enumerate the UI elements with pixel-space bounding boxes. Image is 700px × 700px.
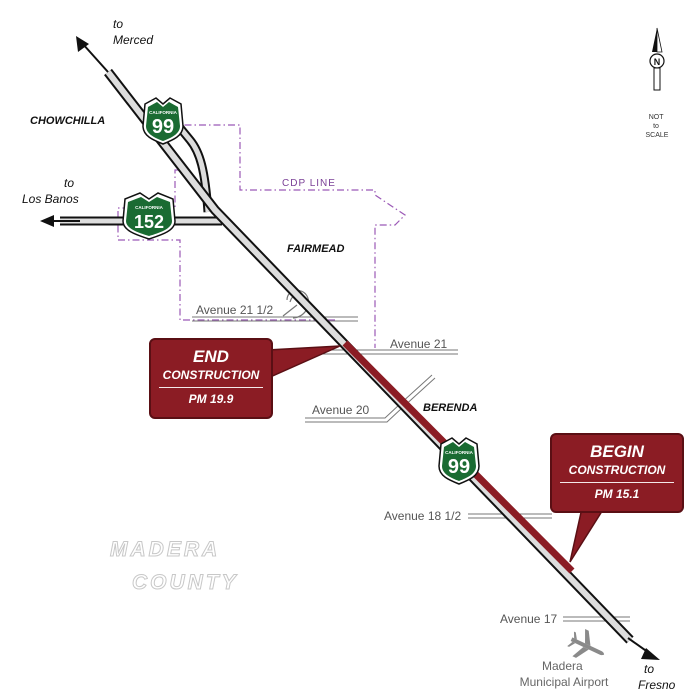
shield-99-mid-number: 99 (448, 456, 470, 478)
end-callout-pm: PM 19.9 (188, 392, 234, 406)
cdp-line-label: CDP LINE (282, 178, 336, 189)
merced-line-1: to (113, 17, 123, 31)
shield-99-top-state: CALIFORNIA (149, 110, 177, 115)
begin-construction-callout: BEGIN CONSTRUCTION PM 15.1 (550, 433, 684, 513)
merced-line-2: Merced (113, 33, 153, 47)
label-to-merced: to Merced (113, 17, 153, 47)
airport-line-2: Municipal Airport (520, 675, 609, 689)
end-callout-pointer (267, 345, 341, 380)
shield-152: CALIFORNIA 152 (122, 192, 176, 240)
end-callout-subtitle: CONSTRUCTION (162, 368, 260, 382)
arrow-head-fresno (641, 648, 660, 660)
fresno-line-1: to (644, 662, 654, 676)
street-avenue-21-half (192, 316, 358, 322)
north-arrow: N (649, 27, 665, 91)
arrow-to-merced (81, 42, 109, 73)
shield-99-top-number: 99 (152, 116, 174, 138)
begin-callout-subtitle: CONSTRUCTION (568, 463, 666, 477)
label-avenue-20: Avenue 20 (312, 403, 369, 417)
end-callout-divider (159, 387, 263, 388)
not-to-scale: NOT to SCALE (646, 114, 669, 139)
begin-callout-title: BEGIN (590, 442, 644, 461)
label-avenue-21: Avenue 21 (390, 337, 447, 351)
label-avenue-18-half: Avenue 18 1/2 (384, 509, 462, 523)
nts-line-2: to (653, 123, 659, 130)
county-line-2: COUNTY (132, 571, 239, 594)
town-berenda: BERENDA (423, 402, 477, 414)
town-chowchilla: CHOWCHILLA (30, 115, 105, 127)
label-avenue-17: Avenue 17 (500, 612, 557, 626)
label-to-los-banos: to Los Banos (22, 176, 79, 206)
label-to-fresno: to Fresno (638, 662, 676, 692)
shield-99-mid: CALIFORNIA 99 (438, 437, 480, 485)
end-callout-title: END (193, 347, 229, 366)
label-avenue-21-half: Avenue 21 1/2 (196, 303, 274, 317)
los-banos-line-2: Los Banos (22, 192, 79, 206)
begin-callout-pm: PM 15.1 (594, 487, 640, 501)
north-letter: N (654, 57, 661, 67)
airport-line-1: Madera (542, 659, 583, 673)
nts-line-3: SCALE (646, 132, 669, 139)
begin-callout-divider (560, 482, 674, 483)
shield-99-mid-state: CALIFORNIA (445, 450, 473, 455)
arrow-head-merced (76, 36, 89, 52)
shield-152-number: 152 (134, 212, 164, 232)
arrow-head-los-banos (40, 215, 54, 227)
street-avenue-17 (563, 616, 630, 622)
shield-99-top: CALIFORNIA 99 (142, 97, 184, 145)
end-construction-callout: END CONSTRUCTION PM 19.9 (149, 338, 273, 419)
street-avenue-20 (305, 374, 436, 423)
county-line-1: MADERA (110, 538, 220, 561)
town-fairmead: FAIRMEAD (287, 243, 345, 255)
begin-callout-pointer (569, 507, 606, 563)
fresno-line-2: Fresno (638, 678, 676, 692)
cdp-boundary (117, 124, 406, 348)
nts-line-1: NOT (649, 114, 665, 121)
airport-label: Madera Municipal Airport (520, 659, 609, 689)
shield-152-state: CALIFORNIA (135, 205, 163, 210)
los-banos-line-1: to (64, 176, 74, 190)
airplane-icon (567, 629, 605, 658)
